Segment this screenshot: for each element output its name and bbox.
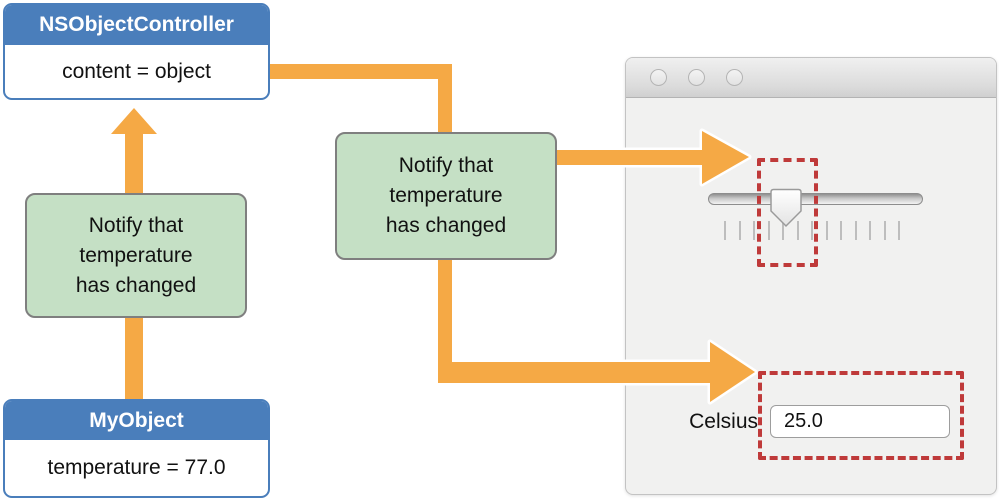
celsius-value-input[interactable] bbox=[770, 405, 950, 438]
slider-tick bbox=[883, 221, 886, 240]
slider-tick bbox=[840, 221, 842, 240]
notify-box-middle: Notify that temperature has changed bbox=[335, 132, 557, 260]
slider-tick bbox=[753, 221, 755, 240]
slider-highlight-box bbox=[757, 158, 818, 267]
slider-tick bbox=[782, 221, 784, 240]
slider-tick bbox=[738, 221, 741, 240]
nsobjectcontroller-box: NSObjectController content = object bbox=[3, 3, 270, 100]
slider-tick bbox=[854, 221, 857, 240]
slider-tick bbox=[898, 221, 900, 240]
nsobjectcontroller-title: NSObjectController bbox=[5, 5, 268, 45]
field-highlight-box bbox=[758, 371, 964, 460]
myobject-content: temperature = 77.0 bbox=[47, 456, 226, 479]
myobject-title: MyObject bbox=[5, 401, 268, 440]
myobject-box: MyObject temperature = 77.0 bbox=[3, 399, 270, 498]
window-minimize-button[interactable] bbox=[688, 69, 705, 86]
slider-thumb-shape[interactable] bbox=[770, 188, 802, 228]
notify-box-left: Notify that temperature has changed bbox=[25, 193, 247, 318]
celsius-label: Celsius bbox=[689, 410, 758, 433]
temperature-slider-thumb[interactable] bbox=[767, 188, 805, 228]
slider-tick bbox=[796, 221, 799, 240]
slider-tick bbox=[869, 221, 871, 240]
window-titlebar bbox=[626, 58, 996, 98]
slider-tick bbox=[767, 221, 770, 240]
nsobjectcontroller-content: content = object bbox=[62, 59, 211, 83]
window-zoom-button[interactable] bbox=[726, 69, 743, 86]
slider-tick bbox=[724, 221, 726, 240]
slider-tick bbox=[825, 221, 828, 240]
window-close-button[interactable] bbox=[650, 69, 667, 86]
slider-tick bbox=[811, 221, 813, 240]
